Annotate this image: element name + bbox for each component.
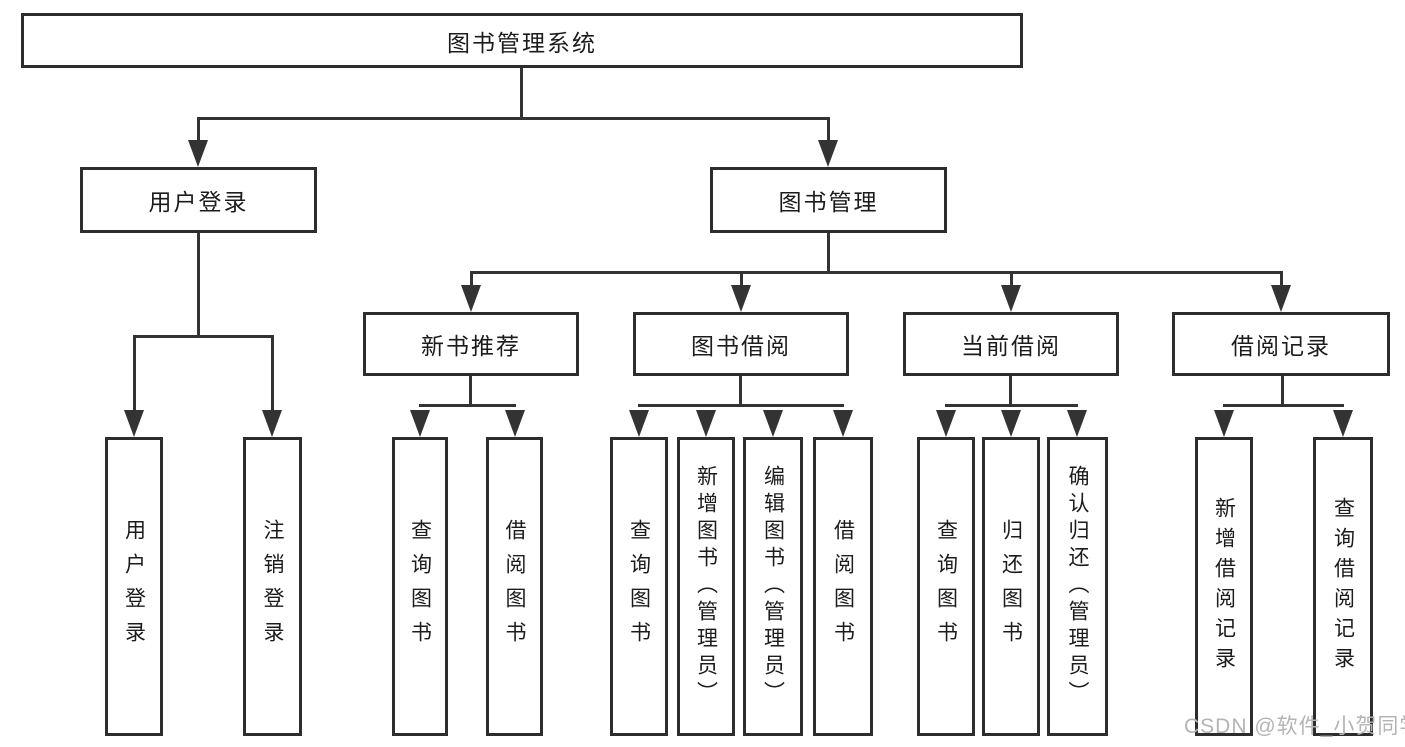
node-root-label: 图书管理系统 bbox=[447, 29, 597, 56]
node-new-book-rec-label: 新书推荐 bbox=[421, 333, 521, 359]
connector-book-mgmt-rail bbox=[470, 271, 1283, 274]
arrow-down-icon bbox=[1271, 285, 1291, 312]
arrow-down-icon bbox=[124, 410, 144, 437]
node-current-borrow-label: 当前借阅 bbox=[961, 333, 1061, 359]
leaf-bb-add-books-admin: 新增图书（管理员） bbox=[677, 437, 735, 736]
leaf-cb-query-books-label: 查询图书 bbox=[934, 518, 958, 655]
connector-stub-borrow-record bbox=[1280, 271, 1283, 287]
connector-borrow-record-trunk bbox=[1281, 376, 1284, 407]
arrow-down-icon bbox=[461, 285, 481, 312]
leaf-cb-query-books: 查询图书 bbox=[917, 437, 975, 736]
leaf-bb-edit-books-admin-label: 编辑图书（管理员） bbox=[761, 465, 785, 708]
arrow-down-icon bbox=[262, 410, 282, 437]
arrow-down-icon bbox=[629, 410, 649, 437]
leaf-bb-edit-books-admin: 编辑图书（管理员） bbox=[743, 437, 803, 736]
arrow-down-icon bbox=[1067, 410, 1087, 437]
connector-stub-user-login bbox=[197, 117, 200, 143]
node-new-book-rec: 新书推荐 bbox=[363, 312, 579, 376]
node-book-borrow: 图书借阅 bbox=[633, 312, 849, 376]
csdn-watermark: CSDN @软件_小贺同学 bbox=[1184, 715, 1405, 738]
arrow-down-icon bbox=[936, 410, 956, 437]
node-book-mgmt-label: 图书管理 bbox=[778, 189, 879, 215]
leaf-user-login-label: 用户登录 bbox=[122, 518, 146, 655]
arrow-down-icon bbox=[188, 140, 208, 167]
arrow-down-icon bbox=[1001, 285, 1021, 312]
connector-stub-book-borrow bbox=[740, 271, 743, 287]
connector-book-borrow-rail bbox=[638, 404, 844, 407]
node-borrow-record-label: 借阅记录 bbox=[1231, 333, 1331, 359]
leaf-nbr-borrow-books: 借阅图书 bbox=[486, 437, 543, 736]
arrow-down-icon bbox=[818, 140, 838, 167]
connector-user-login-trunk bbox=[197, 233, 200, 338]
node-borrow-record: 借阅记录 bbox=[1172, 312, 1390, 376]
leaf-nbr-borrow-books-label: 借阅图书 bbox=[503, 518, 526, 655]
connector-borrow-record-rail bbox=[1223, 404, 1344, 407]
connector-user-login-rail bbox=[133, 335, 274, 338]
leaf-nbr-query-books: 查询图书 bbox=[392, 437, 448, 736]
connector-current-borrow-trunk bbox=[1009, 376, 1012, 407]
connector-current-borrow-rail bbox=[945, 404, 1078, 407]
connector-new-book-rec-rail bbox=[419, 404, 516, 407]
arrow-down-icon bbox=[833, 410, 853, 437]
connector-root-rail bbox=[197, 117, 828, 120]
leaf-br-add-record: 新增借阅记录 bbox=[1195, 437, 1253, 736]
leaf-br-query-record: 查询借阅记录 bbox=[1313, 437, 1373, 736]
node-root: 图书管理系统 bbox=[21, 13, 1023, 68]
connector-book-borrow-trunk bbox=[739, 376, 742, 407]
connector-stub-book-mgmt bbox=[827, 117, 830, 143]
connector-stub-leaf-user-login bbox=[133, 335, 136, 412]
leaf-cb-confirm-return-admin: 确认归还（管理员） bbox=[1047, 437, 1108, 736]
leaf-bb-add-books-admin-label: 新增图书（管理员） bbox=[694, 465, 718, 708]
node-book-mgmt: 图书管理 bbox=[710, 167, 947, 233]
leaf-cb-return-books-label: 归还图书 bbox=[999, 518, 1023, 655]
arrow-down-icon bbox=[731, 285, 751, 312]
arrow-down-icon bbox=[1001, 410, 1021, 437]
leaf-bb-query-books-label: 查询图书 bbox=[627, 518, 651, 655]
leaf-nbr-query-books-label: 查询图书 bbox=[408, 518, 432, 655]
node-user-login: 用户登录 bbox=[80, 167, 317, 233]
leaf-br-add-record-label: 新增借阅记录 bbox=[1212, 496, 1236, 677]
connector-root-trunk bbox=[520, 68, 523, 119]
leaf-logout: 注销登录 bbox=[243, 437, 302, 736]
connector-stub-leaf-logout bbox=[271, 335, 274, 412]
arrow-down-icon bbox=[1214, 410, 1234, 437]
leaf-user-login: 用户登录 bbox=[105, 437, 163, 736]
arrow-down-icon bbox=[505, 410, 525, 437]
leaf-br-query-record-label: 查询借阅记录 bbox=[1331, 496, 1355, 677]
leaf-logout-label: 注销登录 bbox=[261, 518, 284, 655]
leaf-cb-confirm-return-admin-label: 确认归还（管理员） bbox=[1066, 465, 1089, 708]
leaf-cb-return-books: 归还图书 bbox=[982, 437, 1040, 736]
connector-stub-current-borrow bbox=[1010, 271, 1013, 287]
connector-stub-new-book-rec bbox=[470, 271, 473, 287]
node-book-borrow-label: 图书借阅 bbox=[691, 333, 791, 359]
arrow-down-icon bbox=[763, 410, 783, 437]
node-current-borrow: 当前借阅 bbox=[903, 312, 1119, 376]
connector-book-mgmt-trunk bbox=[827, 233, 830, 274]
leaf-bb-query-books: 查询图书 bbox=[610, 437, 668, 736]
leaf-bb-borrow-books: 借阅图书 bbox=[813, 437, 873, 736]
connector-new-book-rec-trunk bbox=[469, 376, 472, 407]
arrow-down-icon bbox=[1333, 410, 1353, 437]
arrow-down-icon bbox=[410, 410, 430, 437]
node-user-login-label: 用户登录 bbox=[148, 189, 249, 215]
leaf-bb-borrow-books-label: 借阅图书 bbox=[831, 518, 855, 655]
arrow-down-icon bbox=[696, 410, 716, 437]
